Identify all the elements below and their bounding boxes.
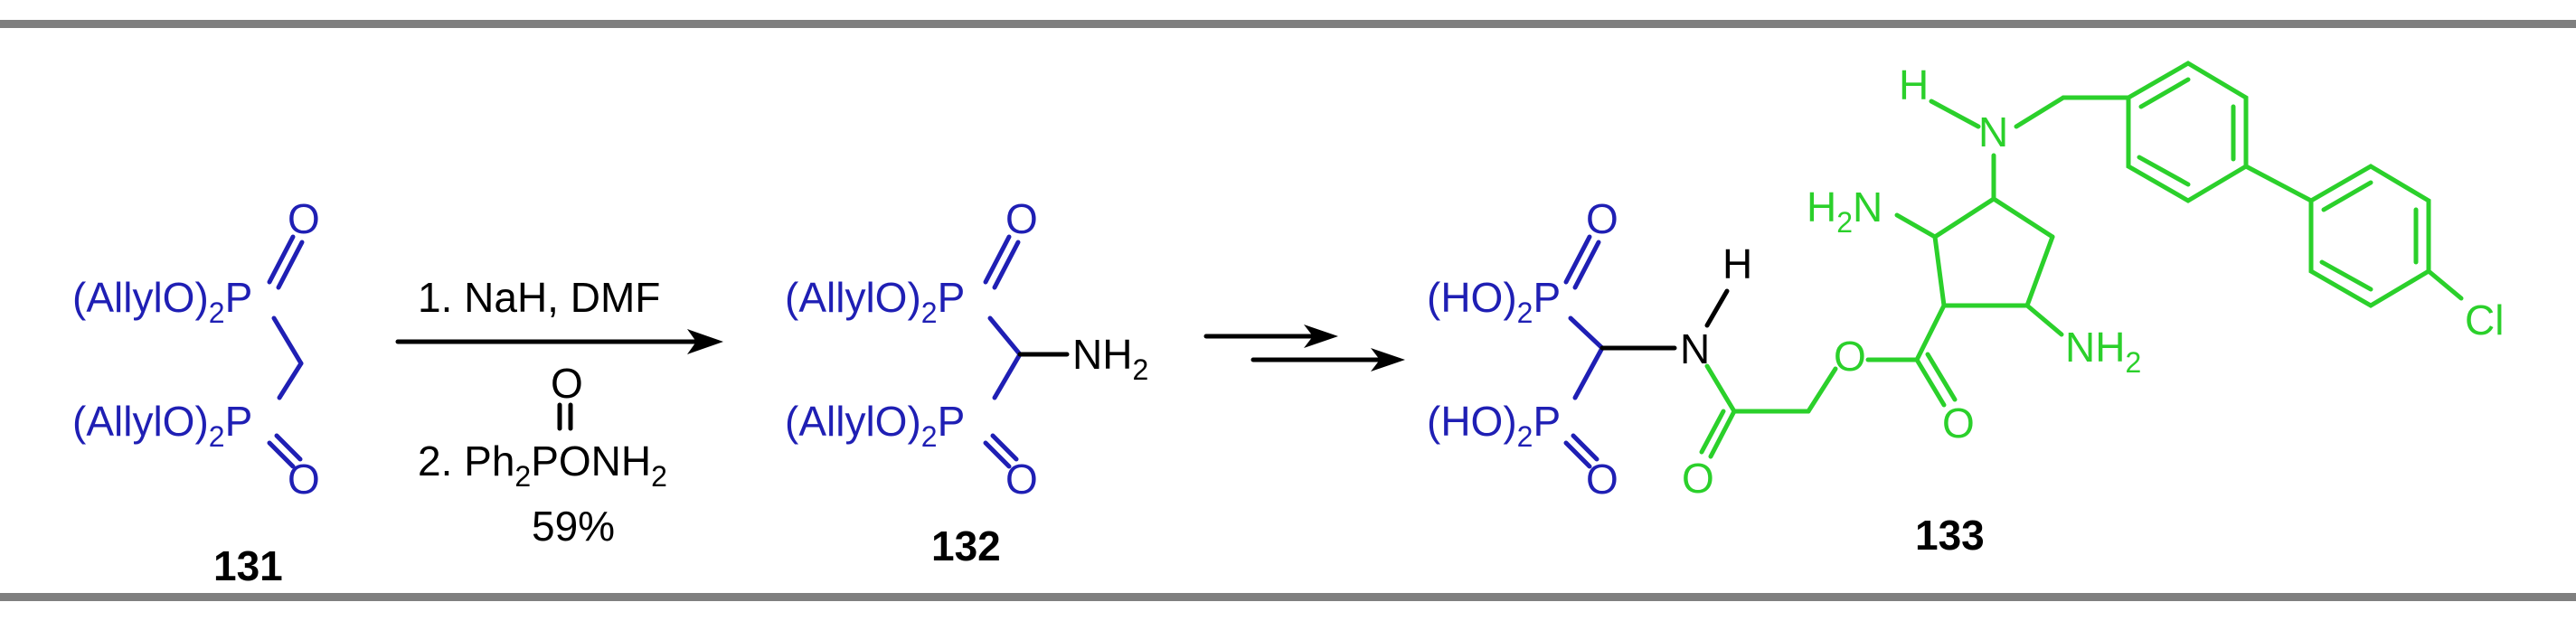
compound-132-amine: NH2 [1072,331,1148,386]
reaction-step-1: 1. NaH, DMF O 2. Ph2PONH2 59% [395,274,723,550]
compound-131-number: 131 [213,542,283,589]
compound-133-amine-h: H [1899,61,1929,108]
compound-133-oxo-top: O [1586,195,1618,242]
compound-133-group-top: (HO)2P [1427,274,1561,329]
compound-132-number: 132 [931,522,1001,569]
compound-131-group-top: (AllylO)2P [72,274,252,329]
compound-132-group-top: (AllylO)2P [785,274,965,329]
compound-132-oxo-bottom: O [1005,456,1038,503]
compound-133-h2n: H2N [1807,183,1882,239]
compound-131-oxo-bottom: O [288,456,320,503]
compound-132-oxo-top: O [1005,195,1038,242]
multistep-arrows [1203,325,1405,372]
reagents-step-2: 2. Ph2PONH2 [418,438,667,493]
compound-133-ester-o: O [1834,333,1866,380]
compound-132: (AllylO)2P (AllylO)2P O O NH2 132 [785,195,1148,569]
reaction-arrow-head [687,329,723,354]
compound-132-group-bottom: (AllylO)2P [785,398,965,453]
compound-133-group-bottom: (HO)2P [1427,398,1561,453]
compound-133-nh-n: N [1680,325,1710,372]
compound-133-amide-o: O [1682,455,1714,502]
compound-133-ester-carbonyl-o: O [1942,400,1975,447]
compound-133: (HO)2P (HO)2P O O H N O O O [1427,61,2504,559]
reaction-yield: 59% [532,503,615,550]
compound-133-number: 133 [1915,512,1985,559]
compound-131-group-bottom: (AllylO)2P [72,398,252,453]
reagents-step-1: 1. NaH, DMF [418,274,660,321]
bottom-rule [0,593,2576,601]
top-rule [0,20,2576,28]
compound-131: (AllylO)2P (AllylO)2P O O 131 [72,195,320,589]
reagents-oxo-o: O [551,360,583,407]
compound-133-chlorine: Cl [2465,296,2504,343]
compound-133-nh-h: H [1722,240,1752,287]
compound-131-oxo-top: O [288,195,320,242]
compound-133-nh2: NH2 [2065,324,2141,379]
compound-133-amine-n: N [1978,108,2008,155]
compound-133-oxo-bottom: O [1586,456,1618,503]
